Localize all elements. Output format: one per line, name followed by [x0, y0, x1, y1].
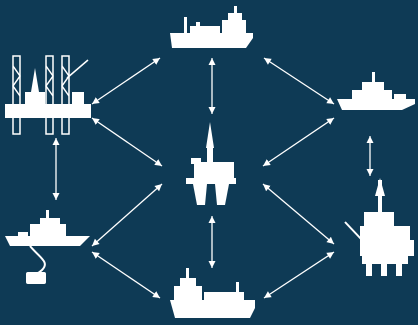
rov-support-vessel-icon — [5, 210, 90, 284]
patrol-vessel-icon — [337, 72, 415, 110]
supply-vessel-icon — [170, 6, 253, 48]
production-platform-icon — [344, 178, 414, 276]
arrow-bottom-right-to-center — [262, 183, 335, 245]
connection-arrows — [52, 57, 374, 299]
jack-up-rig-icon — [5, 55, 91, 135]
arrow-bottom-left-to-center — [91, 183, 163, 247]
arrow-top-left-to-center — [91, 117, 163, 167]
offshore-supply-vessel-icon — [170, 268, 255, 318]
arrow-bottom-right-to-bottom — [263, 251, 335, 299]
arrow-top-to-top-right — [263, 57, 335, 105]
arrow-bottom-left-to-bottom — [91, 251, 161, 299]
arrow-top-right-to-center — [262, 117, 335, 167]
arrow-top-to-top-left — [91, 57, 161, 105]
semi-submersible-rig-icon — [186, 122, 236, 205]
